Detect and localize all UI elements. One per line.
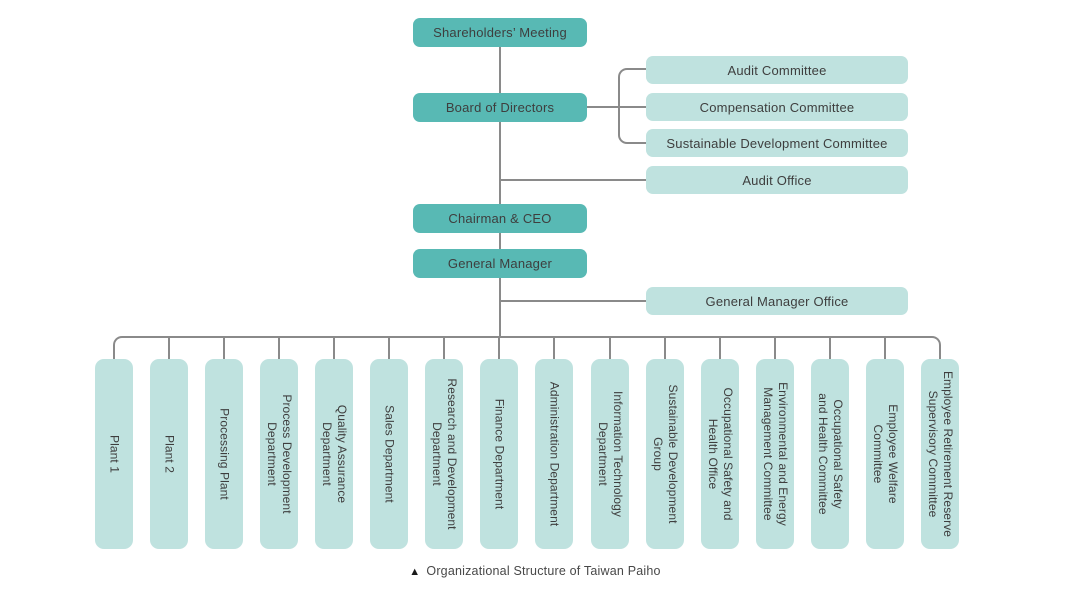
- node-information-technology-department: Information Technology Department: [591, 359, 629, 549]
- node-label: Environmental and Energy Management Comm…: [761, 382, 790, 526]
- node-label: Sales Department: [382, 405, 397, 503]
- connector-stub: [719, 338, 721, 359]
- connector-stub: [168, 338, 170, 359]
- node-label: Audit Office: [742, 172, 812, 188]
- node-label: Employee Welfare Committee: [871, 404, 900, 504]
- node-plant-2: Plant 2: [150, 359, 188, 549]
- node-audit-office: Audit Office: [646, 166, 908, 194]
- node-label: Occupational Safety and Health Office: [706, 387, 735, 521]
- node-administration-department: Administration Department: [535, 359, 573, 549]
- node-label: Processing Plant: [217, 408, 232, 500]
- node-occupational-safety-health-committee: Occupational Safety and Health Committee: [811, 359, 849, 549]
- node-label: Sustainable Development Committee: [666, 135, 888, 151]
- node-audit-committee: Audit Committee: [646, 56, 908, 84]
- node-label: Plant 2: [162, 434, 177, 474]
- chart-caption: ▲ Organizational Structure of Taiwan Paih…: [0, 564, 1070, 578]
- node-label: Sustainable Development Group: [651, 384, 680, 524]
- connector-stub: [829, 338, 831, 359]
- node-general-manager-office: General Manager Office: [646, 287, 908, 315]
- node-plant-1: Plant 1: [95, 359, 133, 549]
- node-general-manager: General Manager: [413, 249, 587, 278]
- connector-stub: [609, 338, 611, 359]
- node-label: Process Development Department: [265, 394, 294, 514]
- connector-stub: [443, 338, 445, 359]
- node-label: Shareholders’ Meeting: [433, 25, 567, 40]
- node-sustainable-development-committee: Sustainable Development Committee: [646, 129, 908, 157]
- node-label: Chairman & CEO: [448, 211, 552, 226]
- node-label: Quality Assurance Department: [320, 404, 349, 504]
- node-research-development-department: Research and Development Department: [425, 359, 463, 549]
- node-label: General Manager Office: [705, 293, 849, 309]
- node-chairman-ceo: Chairman & CEO: [413, 204, 587, 233]
- node-occupational-safety-health-office: Occupational Safety and Health Office: [701, 359, 739, 549]
- connector-stub: [664, 338, 666, 359]
- connector-gm-office: [499, 300, 646, 302]
- connector-stub: [388, 338, 390, 359]
- node-label: Research and Development Department: [430, 378, 459, 530]
- node-process-development-department: Process Development Department: [260, 359, 298, 549]
- node-label: Finance Department: [492, 398, 507, 510]
- connector-stub: [884, 338, 886, 359]
- node-processing-plant: Processing Plant: [205, 359, 243, 549]
- node-label: Administration Department: [547, 381, 562, 527]
- node-label: Information Technology Department: [596, 390, 625, 518]
- node-sales-department: Sales Department: [370, 359, 408, 549]
- connector-stub: [553, 338, 555, 359]
- connector-stub: [333, 338, 335, 359]
- node-label: Board of Directors: [445, 100, 555, 115]
- node-label: Plant 1: [107, 434, 122, 474]
- connector-department-rail: [113, 336, 941, 361]
- node-label: Occupational Safety and Health Committee: [816, 393, 845, 515]
- node-finance-department: Finance Department: [480, 359, 518, 549]
- connector-committee-bracket: [618, 68, 648, 144]
- connector-board-to-committees: [587, 106, 646, 108]
- connector-audit-office: [499, 179, 646, 181]
- connector-stub: [774, 338, 776, 359]
- node-label: Compensation Committee: [699, 99, 855, 115]
- node-label: Audit Committee: [727, 62, 827, 78]
- node-label: General Manager: [447, 256, 553, 271]
- node-sustainable-development-group: Sustainable Development Group: [646, 359, 684, 549]
- node-compensation-committee: Compensation Committee: [646, 93, 908, 121]
- node-shareholders-meeting: Shareholders’ Meeting: [413, 18, 587, 47]
- node-board-of-directors: Board of Directors: [413, 93, 587, 122]
- connector-stub: [498, 338, 500, 359]
- node-quality-assurance-department: Quality Assurance Department: [315, 359, 353, 549]
- node-label: Employee Retirement Reserve Supervisory …: [926, 370, 955, 538]
- connector-stub: [278, 338, 280, 359]
- node-environmental-energy-management-committee: Environmental and Energy Management Comm…: [756, 359, 794, 549]
- connector-stub: [223, 338, 225, 359]
- node-employee-welfare-committee: Employee Welfare Committee: [866, 359, 904, 549]
- node-employee-retirement-reserve-supervisory-committee: Employee Retirement Reserve Supervisory …: [921, 359, 959, 549]
- connector-main-vertical: [499, 47, 501, 337]
- caption-text: Organizational Structure of Taiwan Paiho: [426, 564, 661, 578]
- caption-triangle-icon: ▲: [409, 566, 421, 578]
